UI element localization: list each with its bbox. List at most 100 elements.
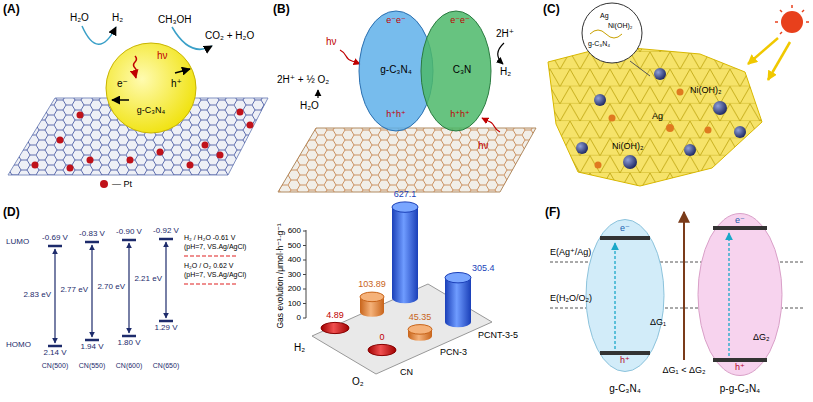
label: 2.77 eV [60, 286, 88, 295]
node-text: e⁻e⁻ [450, 16, 470, 26]
label: LUMO [6, 238, 29, 247]
label: (B) [273, 3, 290, 16]
c3n-sheet [278, 128, 536, 192]
label: (pH=7, VS.Ag/AgCl) [184, 271, 246, 279]
label: H₂ [294, 342, 305, 353]
node-text: h⁺h⁺ [450, 110, 470, 120]
label: g-C₃N₄ [588, 40, 610, 48]
label: CH₃OH [158, 14, 192, 25]
label: -0.92 V [153, 227, 179, 236]
label: CN(550) [79, 362, 105, 370]
label: 300 [288, 270, 301, 279]
label: 500 [288, 241, 301, 250]
label: (D) [3, 206, 20, 219]
shape-node: e⁻ h⁺ [697, 212, 783, 377]
shape-node: hν e⁻ h⁺ g-C₃N₄ [105, 42, 197, 134]
label: 100 [288, 299, 301, 308]
label: Ni(OH)₂ [608, 22, 633, 30]
ag-particles [595, 89, 712, 169]
label: PCN-3 [440, 348, 467, 358]
label: 0 [379, 333, 384, 343]
label: 1.94 V [80, 343, 103, 352]
label: 400 [288, 256, 301, 265]
label: Ag [600, 12, 609, 20]
node-text: h⁺ [735, 363, 745, 373]
label: PCNT-3-5 [478, 331, 518, 341]
label: ΔG₁ < ΔG₂ [663, 366, 706, 376]
label: HOMO [6, 341, 31, 350]
label: 1.80 V [117, 339, 140, 348]
label: -0.90 V [116, 228, 142, 237]
label: 200 [288, 285, 301, 294]
graphene-sheet [8, 98, 268, 175]
label: (C) [543, 3, 560, 16]
potential-lines [184, 256, 236, 284]
node-text: e⁻ [620, 224, 630, 234]
label: 4.89 [326, 311, 344, 321]
label: 2H⁺ + ½ O₂ [277, 74, 329, 85]
ni-oh2-particles [576, 68, 746, 169]
node-text: e⁻e⁻ [386, 16, 406, 26]
node-text: hν [157, 50, 168, 61]
label: 627.1 [394, 190, 417, 200]
node-outline [585, 218, 665, 373]
shape-node: e⁻ h⁺ [585, 218, 665, 373]
node-text: h⁺ [620, 356, 630, 366]
label: hν [326, 36, 337, 47]
legend-row: — Pt [100, 179, 132, 189]
label: hν [478, 140, 489, 151]
node-text: g-C₃N₄ [137, 106, 165, 116]
label: 0 [297, 314, 301, 323]
sun [748, 5, 809, 80]
label: -0.83 V [79, 230, 105, 239]
band-levels [48, 239, 173, 346]
legend-swatch [100, 180, 108, 188]
label: CN [400, 368, 413, 378]
label: O₂ [352, 376, 364, 387]
bars [321, 202, 471, 356]
label: (pH=7, VS.Ag/AgCl) [184, 243, 246, 251]
label: 600 [288, 227, 301, 236]
node-text: h⁺h⁺ [386, 110, 406, 120]
label: p-g-C₃N₄ [720, 383, 760, 394]
label: 2.14 V [43, 349, 66, 358]
label: 2H⁺ [496, 28, 514, 39]
label: 2.83 eV [23, 291, 51, 300]
node-text: e⁻ [117, 78, 128, 89]
legend-text: — Pt [112, 179, 132, 189]
label: 2.70 eV [97, 283, 125, 292]
label: H₂ [500, 66, 511, 77]
label: ΔG₂ [753, 333, 770, 343]
gap-arrows [55, 242, 166, 343]
label: Ag [652, 112, 663, 122]
label: CN(500) [42, 362, 68, 370]
label: CN(650) [153, 362, 179, 370]
label: ΔG₁ [650, 318, 666, 328]
label: (F) [545, 206, 560, 219]
label: H₂ [112, 12, 123, 23]
label: H₂O [300, 100, 319, 111]
inset [582, 3, 650, 76]
label: 2.21 eV [134, 275, 162, 284]
g-c3n4-network [548, 46, 762, 186]
shape-node: e⁻e⁻ C₃N h⁺h⁺ [420, 10, 492, 132]
label: 103.89 [358, 280, 386, 290]
label: H₂O / O₂ 0.62 V [184, 262, 233, 270]
label: 1.29 V [154, 324, 177, 333]
node-outline [697, 212, 783, 377]
label: CN(600) [116, 362, 142, 370]
node-text: h⁺ [171, 78, 182, 89]
node-text: C₃N [453, 64, 472, 75]
label: (A) [3, 3, 20, 16]
label: CO₂ + H₂O [205, 30, 254, 41]
label: E(Ag⁺/Ag) [550, 248, 591, 258]
label: Ni(OH)₂ [612, 142, 644, 152]
label: H₂O [70, 12, 89, 23]
node-text: e⁻ [735, 216, 745, 226]
label: -0.69 V [42, 234, 68, 243]
label: Ni(OH)₂ [690, 86, 722, 96]
label: Gas evolution /μmol·h⁻¹·g⁻¹ [276, 223, 285, 328]
label: 305.4 [472, 264, 495, 274]
node-text: g-C₃N₄ [380, 64, 412, 75]
